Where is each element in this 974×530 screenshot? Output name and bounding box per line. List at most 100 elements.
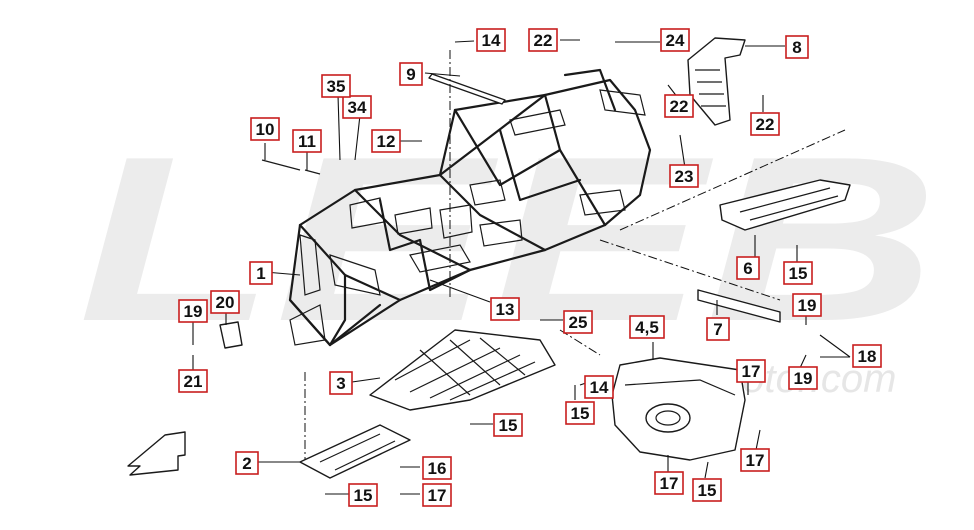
callout-label: 19 xyxy=(178,299,208,323)
callout-number: 21 xyxy=(184,372,203,391)
callout-number: 1 xyxy=(256,264,265,283)
callout-number: 34 xyxy=(348,98,367,117)
callout-number: 15 xyxy=(354,486,373,505)
callout-box xyxy=(528,28,558,52)
callout-label: 13 xyxy=(490,297,520,321)
callout-box xyxy=(178,369,208,393)
callout-number: 22 xyxy=(670,97,689,116)
callout-label: 15 xyxy=(493,413,523,437)
callout-label: 15 xyxy=(348,483,378,507)
callout-label: 17 xyxy=(654,471,684,495)
callout-label: 17 xyxy=(740,448,770,472)
callout-label: 3 xyxy=(329,371,353,395)
callout-label: 15 xyxy=(565,401,595,425)
callout-label: 24 xyxy=(660,28,690,52)
callout-box xyxy=(371,129,401,153)
callout-box xyxy=(235,451,259,475)
callout-box xyxy=(565,401,595,425)
rear-bar xyxy=(697,289,781,323)
callout-label: 17 xyxy=(422,483,452,507)
callout-number: 15 xyxy=(571,404,590,423)
callout-label: 14 xyxy=(584,375,614,399)
callout-label: 14 xyxy=(476,28,506,52)
callout-label: 35 xyxy=(321,74,351,98)
callout-number: 17 xyxy=(746,451,765,470)
callout-box xyxy=(292,129,322,153)
callout-number: 19 xyxy=(798,296,817,315)
callout-label: 20 xyxy=(210,290,240,314)
callout-box xyxy=(664,94,694,118)
callout-box xyxy=(178,299,208,323)
callout-box xyxy=(210,290,240,314)
callout-label: 2 xyxy=(235,451,259,475)
callout-number: 14 xyxy=(590,378,609,397)
callout-label: 34 xyxy=(342,95,372,119)
callout-number: 11 xyxy=(298,132,316,151)
callout-box xyxy=(629,315,665,339)
callout-box xyxy=(785,35,809,59)
callout-number: 14 xyxy=(482,31,501,50)
callout-label: 15 xyxy=(692,478,722,502)
callout-box xyxy=(321,74,351,98)
callout-label: 8 xyxy=(785,35,809,59)
callout-box xyxy=(584,375,614,399)
callout-number: 17 xyxy=(428,486,447,505)
callout-label: 16 xyxy=(422,456,452,480)
callout-box xyxy=(660,28,690,52)
callout-label: 12 xyxy=(371,129,401,153)
skid-plate xyxy=(299,424,411,479)
callout-number: 15 xyxy=(499,416,518,435)
callout-box xyxy=(706,317,730,341)
callout-box xyxy=(788,366,818,390)
callout-number: 24 xyxy=(666,31,685,50)
callout-number: 15 xyxy=(789,264,808,283)
callout-number: 8 xyxy=(792,38,801,57)
front-direction-arrow-icon xyxy=(127,431,186,476)
callout-box xyxy=(740,448,770,472)
callout-number: 10 xyxy=(256,120,275,139)
rod xyxy=(428,73,506,105)
callout-number: 19 xyxy=(794,369,813,388)
callout-box xyxy=(490,297,520,321)
callout-number: 17 xyxy=(660,474,679,493)
callout-box xyxy=(792,293,822,317)
callout-number: 25 xyxy=(569,313,588,332)
callout-label: 25 xyxy=(563,310,593,334)
callout-label: 1 xyxy=(249,261,273,285)
callout-number: 35 xyxy=(327,77,346,96)
callout-box xyxy=(783,261,813,285)
callout-number: 6 xyxy=(743,259,752,278)
callout-number: 18 xyxy=(858,347,877,366)
callout-number: 17 xyxy=(742,362,761,381)
spring-11 xyxy=(304,169,321,175)
leader-lines xyxy=(192,39,851,495)
callout-number: 2 xyxy=(242,454,251,473)
callout-box xyxy=(736,256,760,280)
callout-number: 16 xyxy=(428,459,447,478)
callout-label: 19 xyxy=(792,293,822,317)
callout-number: 19 xyxy=(184,302,203,321)
callout-number: 4,5 xyxy=(635,318,659,337)
callout-box xyxy=(422,483,452,507)
callout-box xyxy=(669,164,699,188)
callout-number: 7 xyxy=(713,320,722,339)
callout-label: 15 xyxy=(783,261,813,285)
callout-box xyxy=(852,344,882,368)
callout-label: 6 xyxy=(736,256,760,280)
callout-box xyxy=(736,359,766,383)
callout-label: 17 xyxy=(736,359,766,383)
bolt-10 xyxy=(261,159,301,171)
callout-label: 22 xyxy=(528,28,558,52)
callout-label: 21 xyxy=(178,369,208,393)
callout-box xyxy=(342,95,372,119)
callout-box xyxy=(476,28,506,52)
callout-number: 20 xyxy=(216,293,235,312)
callout-number: 13 xyxy=(496,300,515,319)
main-frame xyxy=(288,68,652,347)
bracket-20 xyxy=(219,321,243,349)
callout-label: 4,5 xyxy=(629,315,665,339)
callout-number: 22 xyxy=(756,115,775,134)
callout-box xyxy=(563,310,593,334)
callout-label: 9 xyxy=(399,62,423,86)
